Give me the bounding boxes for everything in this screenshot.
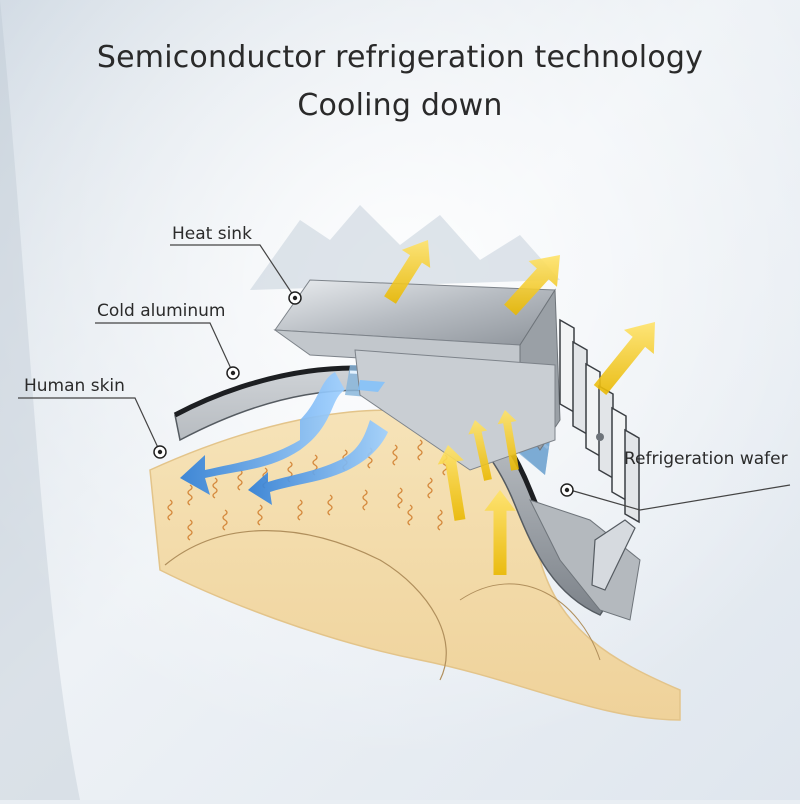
nerve-squiggle: [437, 509, 443, 531]
heat-sink-fin: [598, 384, 614, 480]
heat-arrow-right: [593, 322, 655, 396]
nerve-squiggle: [397, 487, 403, 509]
lower-bracket: [529, 499, 641, 621]
heat-sink-leader: [170, 244, 296, 299]
heat-sink-fin: [559, 318, 575, 414]
cool-arrow-left: [180, 372, 345, 495]
heat-sink: [273, 279, 640, 524]
heat-arrow-top-right: [504, 255, 560, 316]
heat-arrow-rising: [484, 490, 516, 575]
callout-marker-dots: [157, 295, 570, 493]
heat-sink-fins: [559, 318, 640, 524]
cool-arrow-center: [248, 420, 388, 505]
title-line-2: Cooling down: [297, 88, 503, 123]
nerve-squiggle: [257, 504, 263, 526]
nerve-squiggle: [212, 477, 218, 499]
nerve-squiggle: [237, 469, 243, 491]
nerve-squiggle: [327, 494, 333, 516]
heat-arrows: [384, 240, 655, 575]
nerve-squiggle: [222, 509, 228, 531]
nerve-squiggle: [392, 444, 398, 466]
nerve-squiggle: [187, 484, 193, 506]
left-shadow: [0, 0, 80, 800]
nerve-squiggle: [362, 489, 368, 511]
heat-sink-fin: [585, 362, 601, 458]
nerve-squiggle: [187, 519, 193, 541]
nerve-squiggle: [167, 499, 173, 521]
heat-arrow-top-left: [384, 240, 431, 304]
callout-leaders: [18, 244, 791, 511]
human-skin-leader: [18, 397, 161, 453]
nerve-squiggle: [427, 477, 433, 499]
cold-aluminum-leader: [95, 322, 234, 374]
nerve-lines: [167, 439, 448, 541]
cooling-arrows: [180, 372, 388, 505]
nerve-squiggle: [417, 439, 423, 461]
label-human-skin: Human skin: [24, 376, 125, 396]
nerve-squiggle: [297, 499, 303, 521]
label-cold-aluminum: Cold aluminum: [97, 301, 226, 321]
title-line-1: Semiconductor refrigeration technology: [96, 40, 704, 75]
label-heat-sink: Heat sink: [172, 224, 252, 244]
heat-arrow-inner-right: [497, 410, 519, 471]
refrigeration-wafer-leader: [569, 484, 791, 511]
heat-arrow-lower-left: [437, 445, 466, 521]
nerve-squiggle: [407, 504, 413, 526]
label-refrigeration-wafer: Refrigeration wafer: [624, 449, 788, 469]
heat-arrow-inner: [468, 420, 492, 481]
mountain-silhouette: [250, 205, 560, 290]
heat-sink-fin: [624, 428, 640, 524]
heat-sink-fin: [572, 340, 588, 436]
